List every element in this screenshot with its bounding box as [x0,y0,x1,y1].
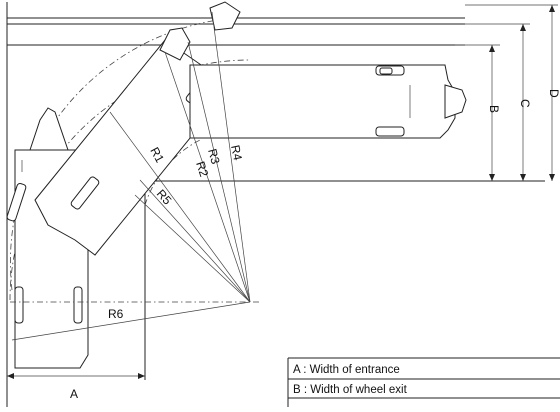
dimension-label-d: D [547,89,560,98]
dimension-d: D [465,4,560,181]
radius-label-r6: R6 [108,307,124,321]
radius-label-r5: R5 [154,187,175,208]
dimension-a: A [7,373,145,401]
radius-label-r3: R3 [205,147,223,166]
dimension-label-a: A [70,387,78,401]
radius-label-group: R1 R2 R3 R4 R5 R6 [108,144,245,321]
legend-item-a: A : Width of entrance [293,364,400,376]
radius-label-r4: R4 [228,144,245,162]
radius-label-r2: R2 [193,160,211,179]
legend-item-b: B : Width of wheel exit [293,384,408,396]
dimension-label-b: B [487,105,501,113]
radius-label-r1: R1 [147,145,167,165]
dimension-label-c: C [518,99,532,108]
radius-lines [10,11,262,341]
corridor-walls [6,2,545,407]
vehicle-exit [189,64,467,139]
dimension-c: C [465,23,532,181]
dimension-b: B [455,44,501,181]
legend-table: A : Width of entrance B : Width of wheel… [287,357,560,407]
vehicle-top-fragment [209,1,241,31]
